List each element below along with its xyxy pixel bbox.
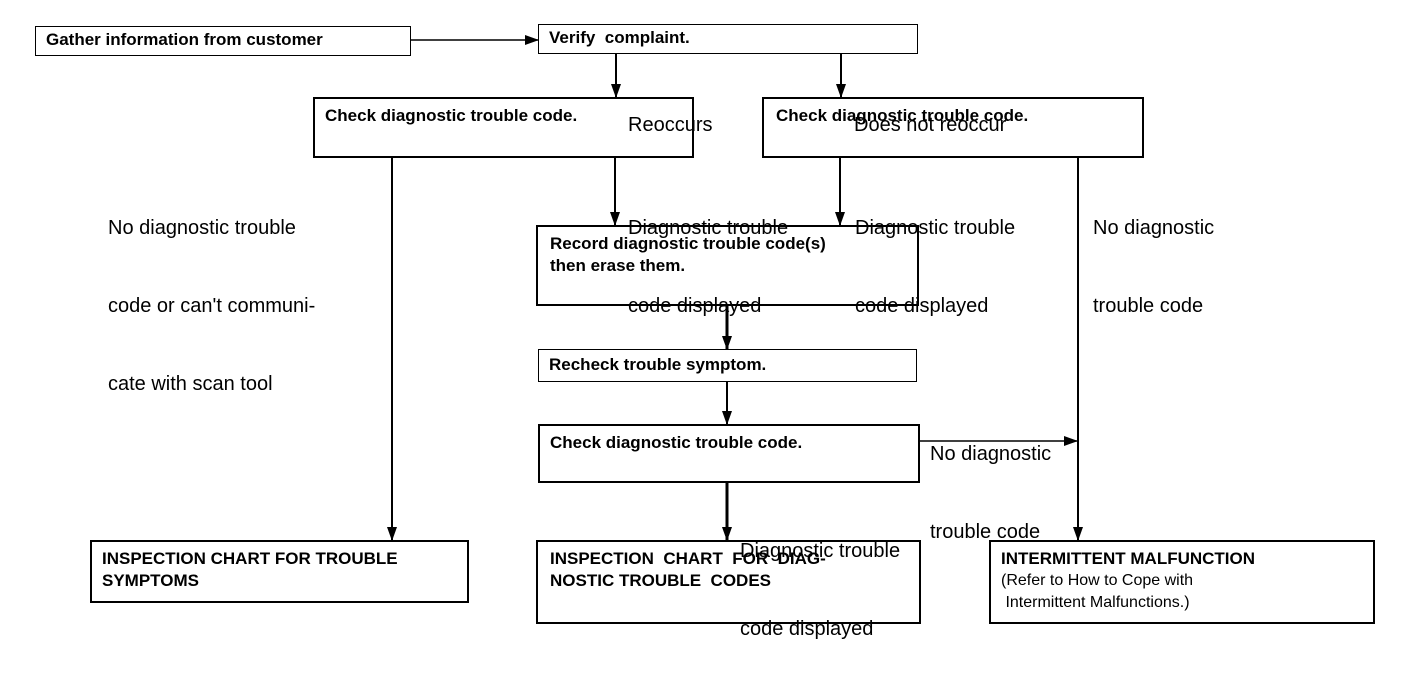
edge-label-does-not-reoccur: Does not reoccur [854, 60, 1006, 190]
edge-label-no-code-left-line-1: No diagnostic trouble [108, 217, 296, 239]
edge-label-no-code-right-line-2: trouble code [1093, 295, 1204, 317]
diagnostic-flowchart: Gather information from customer Verify … [35, 24, 1375, 640]
verify-complaint-box: Verify complaint. [538, 24, 918, 54]
edge-label-code-displayed-left-line-2: code displayed [628, 295, 762, 317]
recheck-symptom-text: Recheck trouble symptom. [549, 355, 767, 374]
edge-label-no-code-left: No diagnostic trouble code or can't comm… [108, 163, 315, 449]
edge-label-code-displayed-left: Diagnostic trouble code displayed [628, 163, 788, 371]
intermittent-malfunction-title: INTERMITTENT MALFUNCTION [1001, 549, 1256, 568]
record-erase-text-line-1: Record diagnostic trouble code(s) [550, 234, 826, 253]
flowchart-connectors [387, 35, 1083, 541]
intermittent-malfunction-note-line-1: (Refer to How to Cope with [1001, 572, 1194, 589]
edge-label-no-code-center: No diagnostic trouble code [930, 389, 1051, 597]
inspection-codes-text-line-1: INSPECTION CHART FOR DIAG- [550, 549, 826, 568]
inspection-chart-symptoms-box: INSPECTION CHART FOR TROUBLE SYMPTOMS [90, 540, 469, 603]
edge-label-no-code-left-line-2: code or can't communi- [108, 295, 316, 317]
edge-label-code-displayed-center-line-2: code displayed [740, 618, 874, 640]
inspection-symptoms-text-line-1: INSPECTION CHART FOR TROUBLE [102, 549, 398, 568]
recheck-symptom-box: Recheck trouble symptom. [538, 349, 917, 382]
edge-label-does-not-reoccur-text: Does not reoccur [854, 114, 1007, 136]
inspection-codes-text-line-2: NOSTIC TROUBLE CODES [550, 571, 772, 590]
check-code-box-right: Check diagnostic trouble code. [762, 97, 1144, 158]
intermittent-malfunction-note-line-2: Intermittent Malfunctions.) [1001, 594, 1190, 611]
edge-label-no-code-right-line-1: No diagnostic [1093, 217, 1215, 239]
edge-label-code-displayed-right: Diagnostic trouble code displayed [855, 163, 1015, 371]
check-code-text-right: Check diagnostic trouble code. [776, 106, 1029, 125]
inspection-chart-codes-box: INSPECTION CHART FOR DIAG- NOSTIC TROUBL… [536, 540, 921, 624]
record-erase-codes-box: Record diagnostic trouble code(s) then e… [536, 225, 919, 306]
gather-information-text: Gather information from customer [46, 30, 323, 49]
edge-label-code-displayed-center-line-1: Diagnostic trouble [740, 540, 901, 562]
check-code-box-left: Check diagnostic trouble code. [313, 97, 694, 158]
edge-label-no-code-center-line-2: trouble code [930, 521, 1041, 543]
edge-label-no-code-center-line-1: No diagnostic [930, 443, 1052, 465]
edge-label-code-displayed-right-line-2: code displayed [855, 295, 989, 317]
edge-label-reoccurs-text: Reoccurs [628, 114, 713, 136]
edge-label-reoccurs: Reoccurs [628, 60, 712, 190]
gather-information-box: Gather information from customer [35, 26, 411, 56]
check-code-box-center: Check diagnostic trouble code. [538, 424, 920, 483]
record-erase-text-line-2: then erase them. [550, 256, 686, 275]
edge-label-no-code-right: No diagnostic trouble code [1093, 163, 1214, 371]
check-code-text-left: Check diagnostic trouble code. [325, 106, 578, 125]
inspection-symptoms-text-line-2: SYMPTOMS [102, 571, 199, 590]
verify-complaint-text: Verify complaint. [549, 28, 690, 47]
intermittent-malfunction-box: INTERMITTENT MALFUNCTION (Refer to How t… [989, 540, 1375, 624]
edge-label-code-displayed-center: Diagnostic trouble code displayed [740, 486, 900, 694]
edge-label-code-displayed-right-line-1: Diagnostic trouble [855, 217, 1016, 239]
edge-label-code-displayed-left-line-1: Diagnostic trouble [628, 217, 789, 239]
edge-label-no-code-left-line-3: cate with scan tool [108, 373, 273, 395]
check-code-text-center: Check diagnostic trouble code. [550, 433, 803, 452]
